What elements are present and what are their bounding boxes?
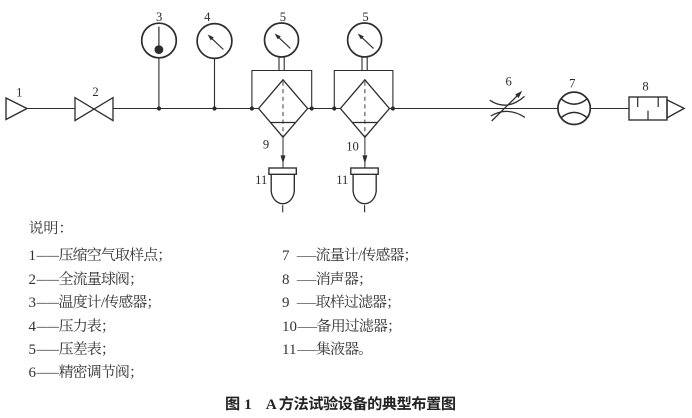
legend-item-text: 压缩空气取样点； [58,248,173,265]
component-label-7: 7 [569,77,575,91]
component-label-9: 9 [263,138,269,152]
precision-regulating-valve-icon [489,90,526,122]
legend-item-7: 7 ——流量计/传感器； [282,244,419,267]
legend-item-number: 1 [28,248,37,265]
component-label-3: 3 [156,10,162,24]
legend-item-dash: —— [296,246,317,265]
legend-item-11: 11——集液器。 [282,338,418,361]
legend-item-10: 10——备用过滤器； [282,315,418,338]
figure-caption: 图 1 A 方法试验设备的典型布置图 [225,397,456,412]
component-label-11: 11 [255,173,267,187]
legend-item-text: 温度计/传感器； [58,295,162,312]
legend-item-dash: —— [36,315,60,336]
legend-item-number: 10 [282,318,297,335]
backup-filter-icon [339,78,391,139]
collector-cup-1-icon [268,167,297,213]
legend-item-3: 3——温度计/传感器； [29,291,172,314]
component-label-5: 5 [280,10,286,24]
legend-title: 说明： [28,221,74,237]
legend-item-dash: —— [296,339,317,358]
component-label-1: 1 [16,86,22,100]
collector-cup-2-icon [350,167,379,213]
component-label-5: 5 [362,10,368,24]
legend-item-text: 精密调节阀； [58,365,145,382]
legend-item-number: 9 [282,295,290,312]
legend-item-dash: —— [296,293,317,312]
legend-item-text: 消声器； [315,271,373,288]
legend-item-text: 集液器。 [315,341,373,358]
legend-item-1: 1——压缩空气取样点； [28,244,173,267]
legend-item-text: 流量计/传感器； [315,248,419,265]
legend-item-6: 6——精密调节阀； [29,361,172,384]
legend-item-number: 8 [282,271,290,288]
diagram: 1 2 3 4 5 5 6 7 8 9 10 11 11 [5,10,686,213]
legend-item-dash: —— [36,292,60,313]
legend-item-dash: —— [36,245,60,266]
component-label-8: 8 [642,79,648,93]
component-label-4: 4 [204,10,211,24]
differential-pressure-gauge-2-icon [332,22,395,111]
legend-item-dash: —— [36,362,60,383]
figure-number: 图 1 [225,396,252,414]
legend-column-left: 1——压缩空气取样点； 2——全流量球阀； 3——温度计/传感器； 4——压力表… [28,244,173,384]
legend-item-text: 备用过滤器； [316,318,402,335]
legend-item-9: 9 ——取样过滤器； [282,291,418,314]
legend-item-8: 8 ——消声器； [282,268,418,291]
legend-item-number: 2 [28,271,37,288]
legend-item-number: 11 [282,341,297,358]
ball-valve-icon [74,96,114,122]
legend-column-right: 7——流量计/传感器； 8——消声器； 9——取样过滤器； 10——备用过滤器；… [282,244,419,361]
drain-arrow-1-icon [280,137,286,168]
drain-arrow-2-icon [362,137,368,168]
component-label-6: 6 [506,74,512,88]
legend-item-number: 5 [28,341,37,358]
legend-item-text: 压力表； [58,318,116,335]
legend-item-text: 全流量球阀； [58,271,145,288]
legend-item-dash: —— [36,338,60,359]
component-label-11: 11 [336,173,348,187]
component-label-2: 2 [92,85,98,99]
figure-title: A 方法试验设备的典型布置图 [265,396,456,414]
legend-item-text: 压差表； [58,341,116,358]
legend-item-number: 4 [28,318,37,335]
sampling-filter-icon [257,78,309,139]
legend-item-number: 6 [28,365,37,382]
pressure-gauge-icon [196,22,233,111]
legend-item-number: 7 [282,248,290,265]
flow-meter-icon [557,91,592,126]
differential-pressure-gauge-1-icon [249,22,314,111]
component-label-10: 10 [346,139,359,153]
legend-item-text: 取样过滤器； [315,295,402,312]
muffler-icon [628,96,686,121]
legend-item-dash: —— [36,268,60,289]
legend-item-dash: —— [297,316,318,335]
legend-item-5: 5——压差表； [29,338,172,361]
flow-source-triangle-icon [5,96,29,121]
legend-item-number: 3 [28,295,37,312]
legend-item-dash: —— [296,269,317,288]
thermometer-gauge-icon [140,22,178,111]
legend-item-4: 4——压力表； [29,315,172,338]
legend-item-2: 2——全流量球阀； [29,268,172,291]
